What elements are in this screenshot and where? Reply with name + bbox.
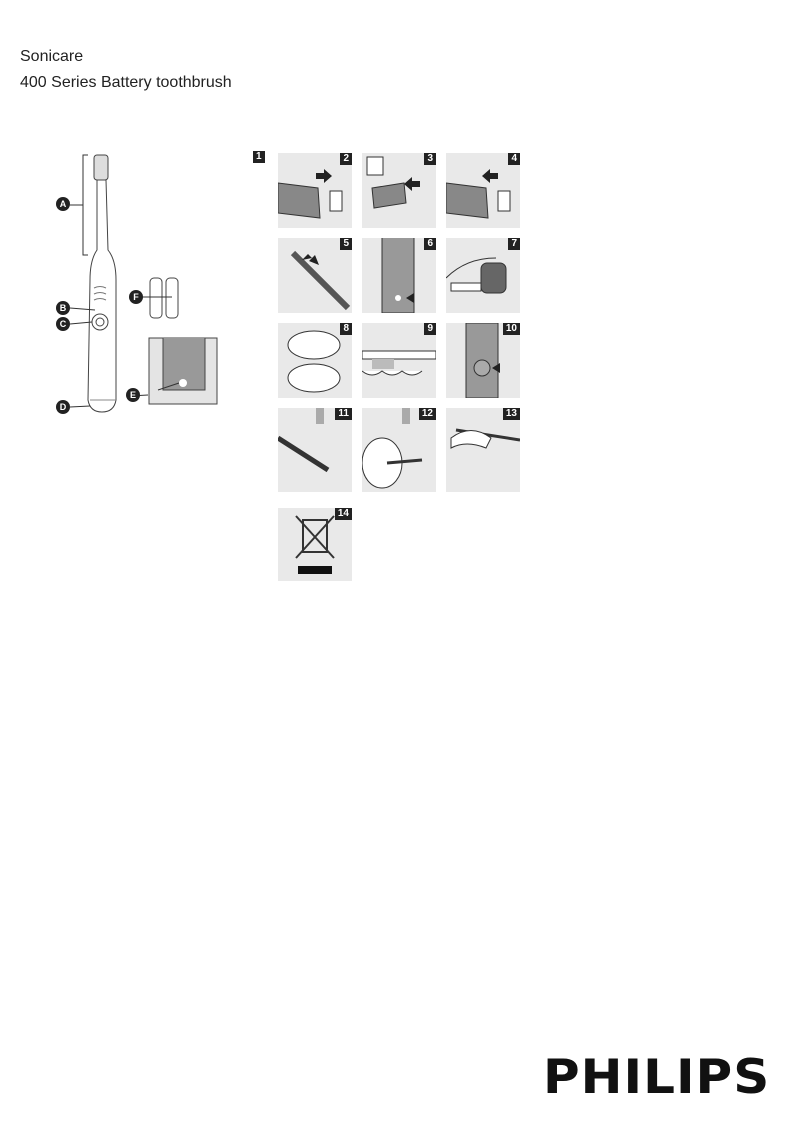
label-f: F [129,290,143,304]
step-number: 6 [424,238,436,250]
step-number: 9 [424,323,436,335]
step-number: 8 [340,323,352,335]
product-title: 400 Series Battery toothbrush [20,74,232,91]
step-panel-5: 5 [278,238,352,313]
step-panel-13: 13 [446,408,520,492]
step-number: 2 [340,153,352,165]
step-number: 14 [334,508,352,520]
step-panel-4: 4 [446,153,520,228]
label-d: D [56,400,70,414]
step-number: 11 [335,408,352,420]
philips-logo: PHILIPS [543,1049,771,1105]
step-number: 3 [424,153,436,165]
step-panel-12: 12 [362,408,436,492]
step-panel-14: 14 [278,508,352,581]
figure-number-1: 1 [253,151,265,163]
step-panel-6: 6 [362,238,436,313]
step-panel-3: 3 [362,153,436,228]
step-panel-9: 9 [362,323,436,398]
toothbrush-overview-illustration [69,154,218,413]
step-panel-8: 8 [278,323,352,398]
step-number: 5 [340,238,352,250]
step-number: 4 [508,153,520,165]
label-a: A [56,197,70,211]
label-c: C [56,317,70,331]
step-panel-2: 2 [278,153,352,228]
step-panel-11: 11 [278,408,352,492]
step-number: 7 [508,238,520,250]
label-b: B [56,301,70,315]
step-panel-7: 7 [446,238,520,313]
step-panel-10: 10 [446,323,520,398]
label-e: E [126,388,140,402]
brand-title: Sonicare [20,48,84,65]
step-number: 12 [418,408,436,420]
step-number: 10 [502,323,520,335]
step-number: 13 [502,408,520,420]
